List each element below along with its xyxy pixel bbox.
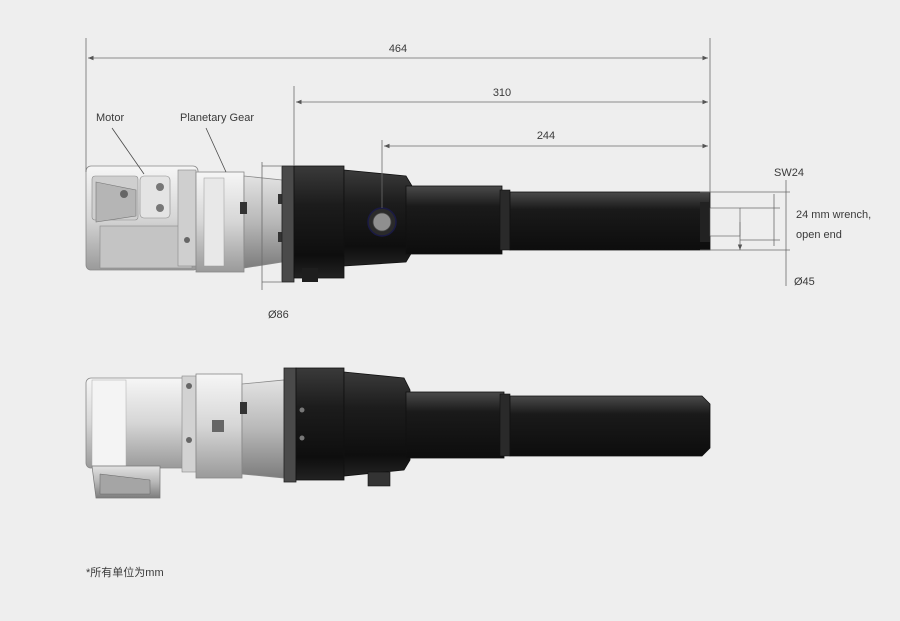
planetary-gear-block-bottom [195,373,243,479]
gear-neck [240,175,284,269]
dimension-total-length: 464 [85,38,711,192]
dimension-socket-size: SW24 24 mm wrench, open end [737,167,871,250]
wrench-label-line2: open end [796,229,842,241]
dimension-gear-to-end: 310 [293,86,708,166]
wrench-label-line1: 24 mm wrench, [796,209,871,221]
output-tube-bottom [509,395,711,457]
dimension-310-label: 310 [493,87,511,99]
dimension-244-label: 244 [537,130,555,142]
dimension-d45-label: Ø45 [794,276,815,288]
planetary-gear-callout: Planetary Gear [180,112,254,173]
motor-callout: Motor [96,112,145,175]
motor-housing [85,165,199,271]
flange [281,165,345,283]
planetary-gear-label: Planetary Gear [180,112,254,124]
dimension-sw24-label: SW24 [774,167,804,179]
dimension-tube-diameter: Ø45 [700,180,815,288]
footnote-units: *所有单位为mm [86,565,164,579]
dimension-tube-length: 244 [381,130,708,208]
main-body-bottom [343,371,511,487]
top-view-assembly [85,165,741,283]
motor-housing-bottom [85,375,197,499]
planetary-gear-block [195,171,245,273]
motor-label: Motor [96,112,124,124]
output-tube [509,191,741,251]
dimension-flange-diameter: Ø86 [261,162,289,321]
main-body [343,169,511,267]
flange-bottom [283,367,345,483]
bottom-view-assembly [85,367,711,499]
gear-neck-bottom [240,379,285,479]
dimension-464-label: 464 [389,43,407,55]
dimension-d86-label: Ø86 [268,309,289,321]
